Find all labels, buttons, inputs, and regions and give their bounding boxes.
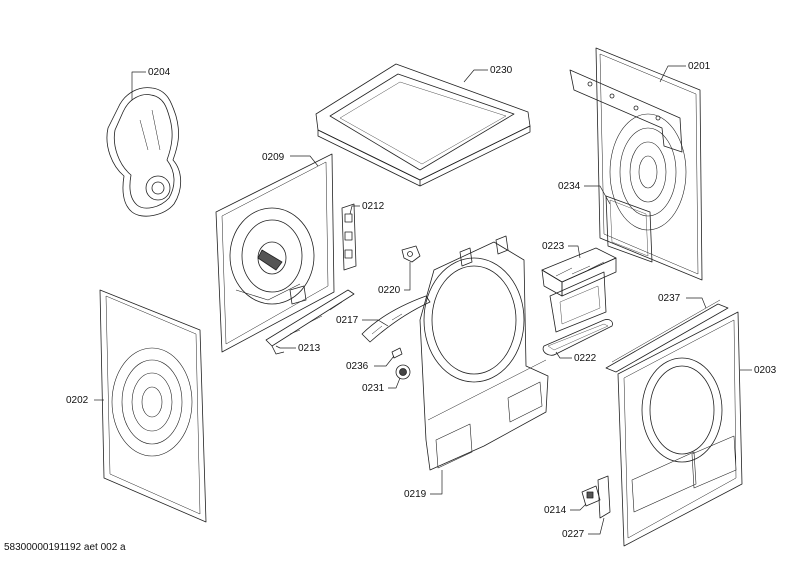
label-0202: 0202	[66, 395, 89, 406]
part-0212-drawing	[341, 203, 357, 271]
label-0234: 0234	[558, 181, 581, 192]
label-0227: 0227	[562, 529, 585, 540]
label-0213: 0213	[298, 343, 321, 354]
part-0202-drawing	[99, 289, 207, 523]
part-0231-drawing	[395, 364, 411, 380]
part-0214-drawing	[581, 485, 601, 507]
label-0237: 0237	[658, 293, 681, 304]
part-0234-drawing	[605, 195, 653, 263]
part-0201-drawing	[569, 47, 703, 281]
part-0223-drawing	[541, 247, 617, 333]
label-0222: 0222	[574, 353, 597, 364]
part-0237-drawing	[605, 299, 729, 373]
part-0213-drawing	[265, 289, 355, 355]
label-0231: 0231	[362, 383, 385, 394]
leader-lines	[94, 65, 752, 535]
part-0204-drawing	[106, 87, 182, 217]
part-0222-drawing	[542, 319, 613, 356]
label-0204: 0204	[148, 67, 171, 78]
part-0230-drawing	[315, 63, 531, 187]
label-0212: 0212	[362, 201, 385, 212]
part-labels: 0204 0230 0201 0209 0212 0234 0223 0220 …	[66, 61, 777, 540]
label-0214: 0214	[544, 505, 567, 516]
part-0217-drawing	[361, 295, 431, 343]
label-0236: 0236	[346, 361, 369, 372]
part-0203-drawing	[617, 311, 743, 547]
part-0220-drawing	[401, 245, 421, 263]
label-0209: 0209	[262, 152, 285, 163]
drawing-code: 58300000191192 aet 002 a	[4, 542, 126, 553]
part-0236-drawing	[391, 347, 403, 359]
label-0203: 0203	[754, 365, 777, 376]
label-0201: 0201	[688, 61, 711, 72]
label-0230: 0230	[490, 65, 513, 76]
part-0227-drawing	[597, 475, 611, 519]
label-0220: 0220	[378, 285, 401, 296]
part-0209-drawing	[215, 153, 335, 353]
label-0223: 0223	[542, 241, 565, 252]
part-0219-drawing	[419, 235, 549, 471]
label-0219: 0219	[404, 489, 427, 500]
label-0217: 0217	[336, 315, 359, 326]
